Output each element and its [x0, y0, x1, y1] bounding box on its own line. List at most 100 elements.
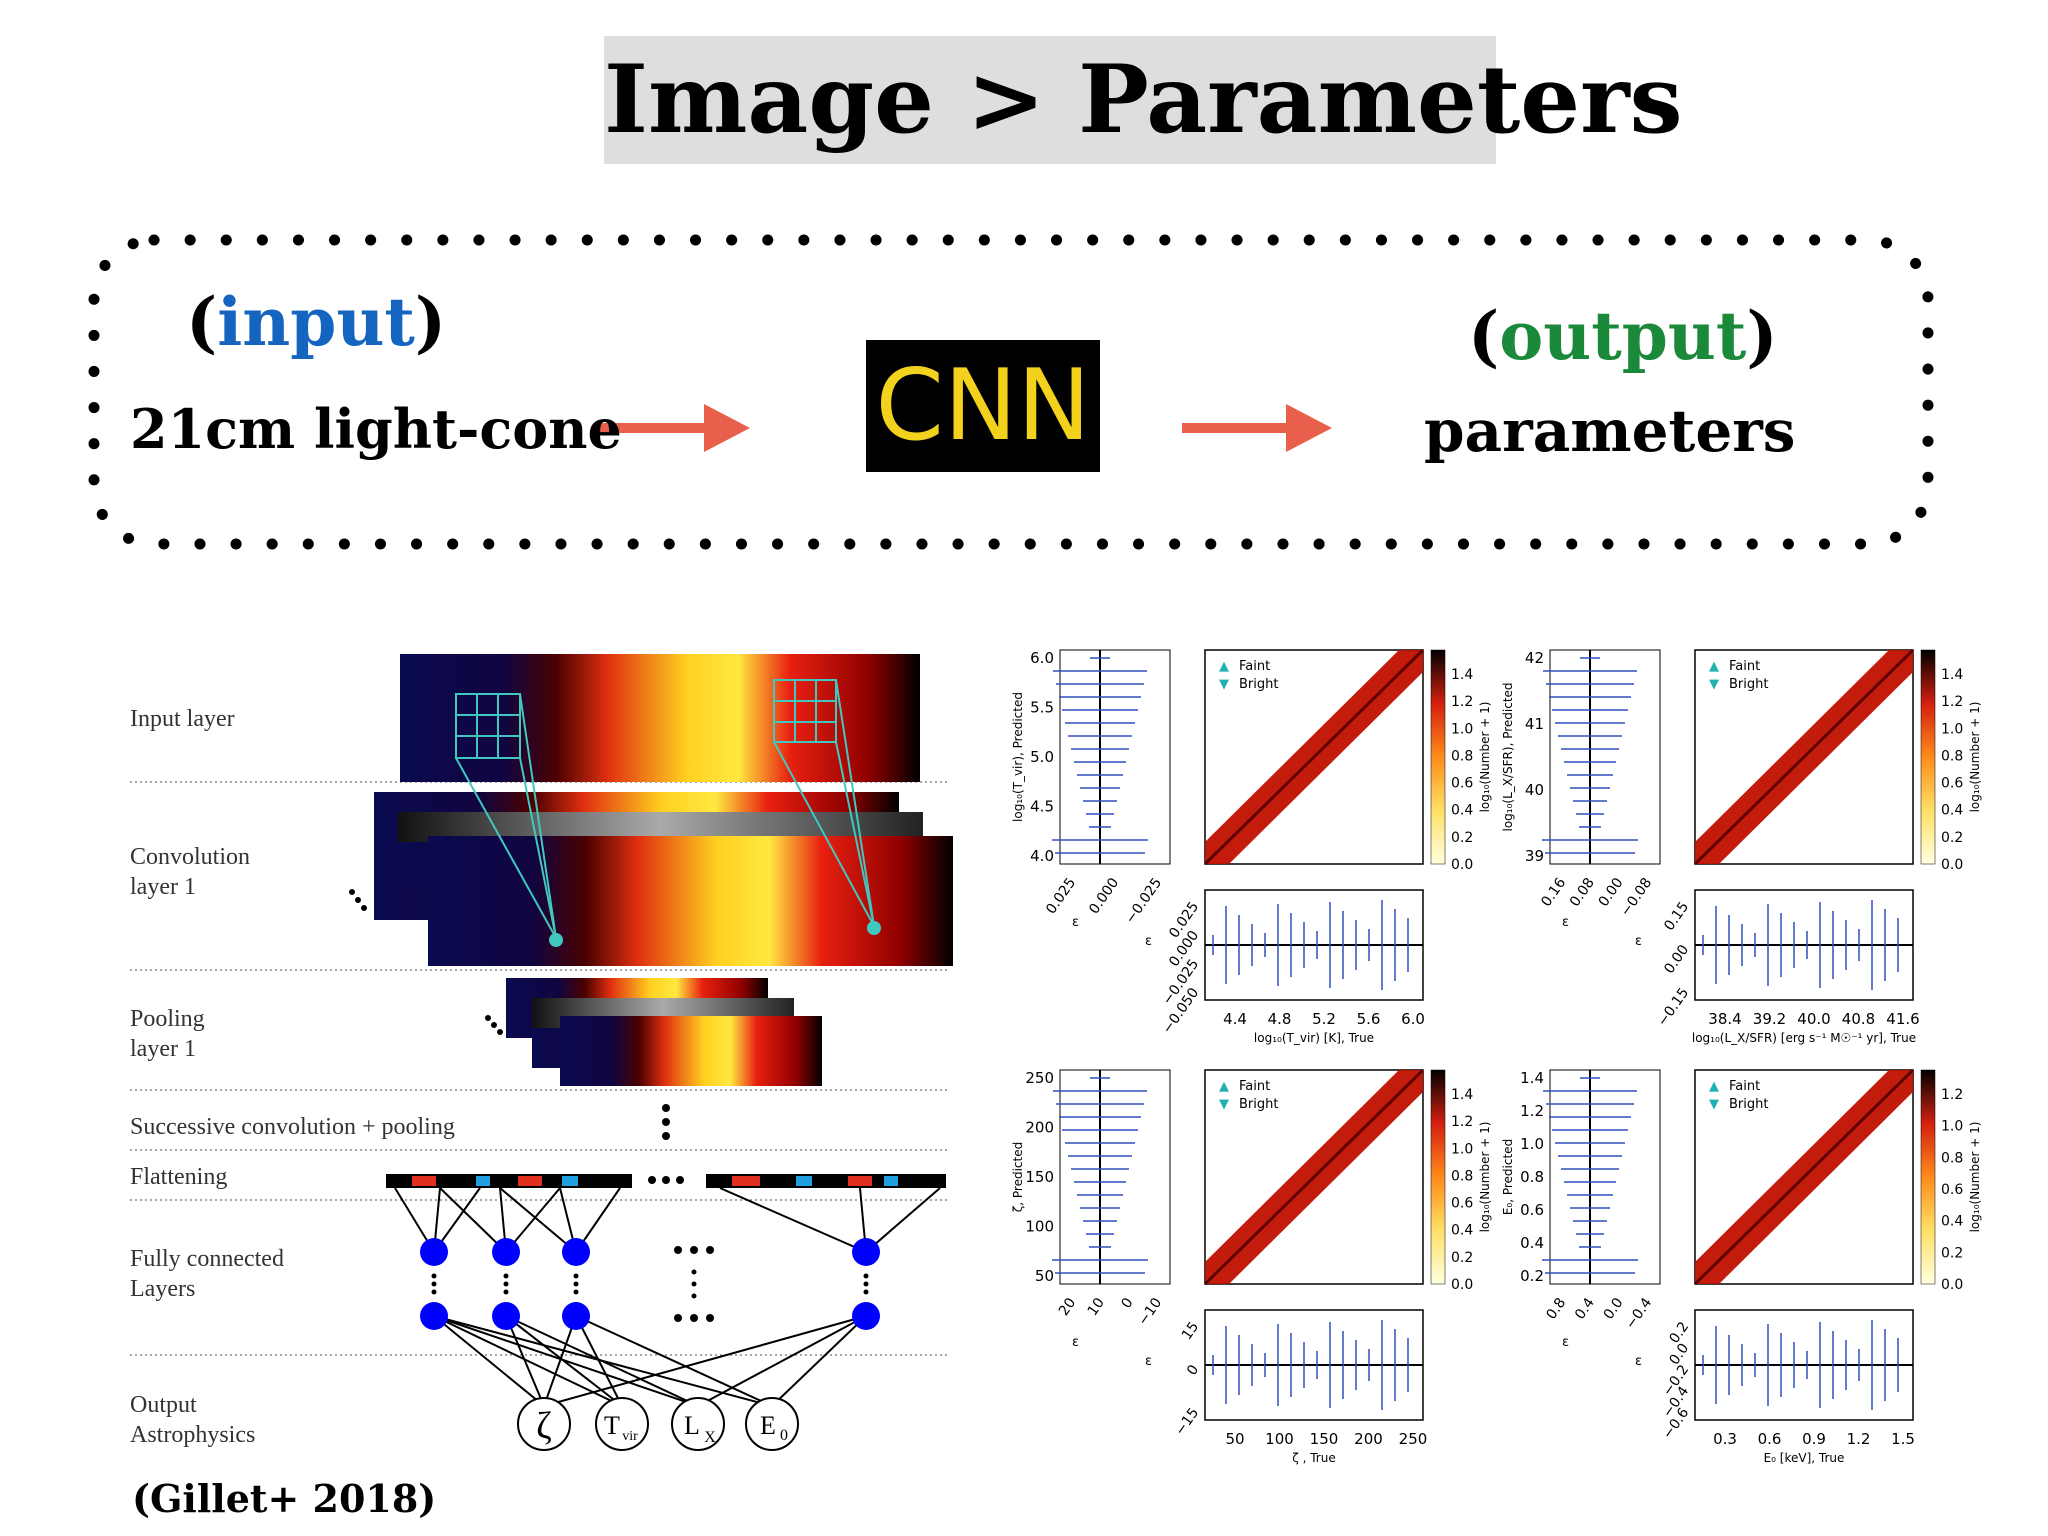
layer-label: layer 1	[130, 874, 196, 900]
y-tick-label: 1.0	[1520, 1135, 1544, 1153]
x-tick-label: 0.3	[1713, 1430, 1737, 1448]
svg-text:▼: ▼	[1709, 1097, 1719, 1112]
fc-nodes	[420, 1238, 880, 1330]
pipeline-frame	[88, 234, 1934, 550]
svg-text:▲: ▲	[1709, 659, 1719, 674]
y-axis-label: log₁₀(L_X/SFR), Predicted	[1501, 682, 1515, 831]
y-tick-label: 4.5	[1030, 798, 1054, 816]
colorbar-tick-label: 0.2	[1451, 830, 1473, 846]
pooled-map	[560, 1016, 822, 1086]
colorbar-tick-label: 0.0	[1451, 1277, 1473, 1293]
colorbar-tick-label: 0.8	[1941, 748, 1963, 764]
x-tick-label: 5.2	[1312, 1010, 1336, 1028]
layer-label: Convolution	[130, 844, 251, 870]
output-tvir: T	[604, 1411, 620, 1440]
side-axis-label: ε	[1562, 915, 1569, 930]
cnn-label: CNN	[875, 349, 1091, 463]
x-axis-label: log₁₀(T_vir) [K], True	[1254, 1031, 1374, 1045]
residual-axis-label: ε	[1635, 1354, 1642, 1369]
residual-tick-label: 0.00	[1661, 942, 1692, 977]
y-tick-label: 0.4	[1520, 1234, 1544, 1252]
y-axis-label: ζ, Predicted	[1011, 1142, 1025, 1213]
x-tick-label: 4.8	[1268, 1010, 1292, 1028]
y-tick-label: 4.0	[1030, 847, 1054, 865]
x-tick-label: 1.5	[1891, 1430, 1915, 1448]
svg-text:▲: ▲	[1709, 1079, 1719, 1094]
colorbar-tick-label: 1.0	[1941, 1119, 1963, 1135]
colorbar-tick-label: 1.0	[1451, 1141, 1473, 1157]
residual-tick-label: 0	[1184, 1362, 1202, 1378]
x-tick-label: 1.2	[1847, 1430, 1871, 1448]
y-axis-label: log₁₀(T_vir), Predicted	[1011, 692, 1025, 822]
layer-label: Fully connected	[130, 1246, 284, 1272]
layer-label: Pooling	[130, 1006, 205, 1032]
side-tick-label: 10	[1085, 1295, 1108, 1319]
y-tick-label: 5.5	[1030, 699, 1054, 717]
colorbar-tick-label: 0.8	[1941, 1150, 1963, 1166]
legend-bright: Bright	[1239, 677, 1278, 692]
side-axis-label: ε	[1072, 1335, 1079, 1350]
colorbar-tick-label: 0.6	[1941, 1182, 1963, 1198]
residual-tick-label: −0.15	[1655, 985, 1693, 1029]
residual-tick-label: −15	[1172, 1405, 1202, 1438]
legend-bright: Bright	[1239, 1097, 1278, 1112]
colorbar-tick-label: 0.0	[1941, 1277, 1963, 1293]
x-tick-label: 41.6	[1886, 1010, 1919, 1028]
y-tick-label: 1.4	[1520, 1069, 1544, 1087]
y-axis-label: E₀, Predicted	[1501, 1139, 1515, 1215]
fc-connections	[394, 1187, 941, 1407]
colorbar-tick-label: 0.6	[1451, 1196, 1473, 1212]
layer-label: Astrophysics	[130, 1422, 256, 1448]
svg-text:▲: ▲	[1219, 659, 1229, 674]
colorbar-label: log₁₀(Number + 1)	[1968, 702, 1982, 813]
output-lx: L	[684, 1411, 700, 1440]
layer-label: Input layer	[130, 706, 235, 732]
output-e0: E	[760, 1411, 776, 1440]
output-description: parameters	[1424, 397, 1796, 465]
colorbar	[1430, 1069, 1446, 1285]
layer-label: Successive convolution + pooling	[130, 1114, 455, 1140]
legend-faint: Faint	[1729, 1079, 1760, 1094]
colorbar-tick-label: 0.4	[1451, 803, 1473, 819]
y-tick-label: 250	[1025, 1069, 1054, 1087]
y-tick-label: 0.6	[1520, 1201, 1544, 1219]
x-tick-label: 50	[1225, 1430, 1244, 1448]
arrow-icon	[1182, 404, 1332, 452]
y-tick-label: 5.0	[1030, 748, 1054, 766]
side-tick-label: −0.025	[1122, 875, 1165, 927]
colorbar-tick-label: 1.4	[1941, 667, 1963, 683]
feature-map	[428, 836, 953, 966]
side-tick-label: 0.4	[1572, 1295, 1598, 1322]
y-tick-label: 40	[1525, 781, 1544, 799]
layer-label: Flattening	[130, 1164, 228, 1190]
colorbar-label: log₁₀(Number + 1)	[1478, 1122, 1492, 1233]
input-lightcone-image	[400, 654, 920, 782]
side-tick-label: 0.16	[1538, 875, 1569, 910]
colorbar	[1430, 649, 1446, 865]
colorbar-tick-label: 0.8	[1451, 1168, 1473, 1184]
y-tick-label: 100	[1025, 1218, 1054, 1236]
colorbar-tick-label: 1.0	[1451, 721, 1473, 737]
y-tick-label: 41	[1525, 715, 1544, 733]
side-tick-label: 20	[1056, 1295, 1079, 1319]
residual-axis-label: ε	[1145, 1354, 1152, 1369]
colorbar	[1920, 1069, 1936, 1285]
side-tick-label: −0.4	[1623, 1295, 1656, 1332]
y-tick-label: 42	[1525, 649, 1544, 667]
input-description: 21cm light-cone	[130, 397, 622, 461]
colorbar-tick-label: 0.4	[1451, 1223, 1473, 1239]
output-nodes	[517, 1397, 799, 1451]
layer-label: Layers	[130, 1276, 196, 1302]
residual-tick-label: 0.15	[1661, 899, 1692, 934]
colorbar-tick-label: 0.8	[1451, 748, 1473, 764]
output-tvir-sub: vir	[622, 1429, 638, 1444]
side-tick-label: 0	[1118, 1295, 1136, 1311]
x-tick-label: 150	[1310, 1430, 1339, 1448]
x-tick-label: 100	[1265, 1430, 1294, 1448]
layer-label: Output	[130, 1392, 197, 1418]
colorbar-tick-label: 1.4	[1451, 1087, 1473, 1103]
side-tick-label: −0.08	[1618, 875, 1656, 919]
